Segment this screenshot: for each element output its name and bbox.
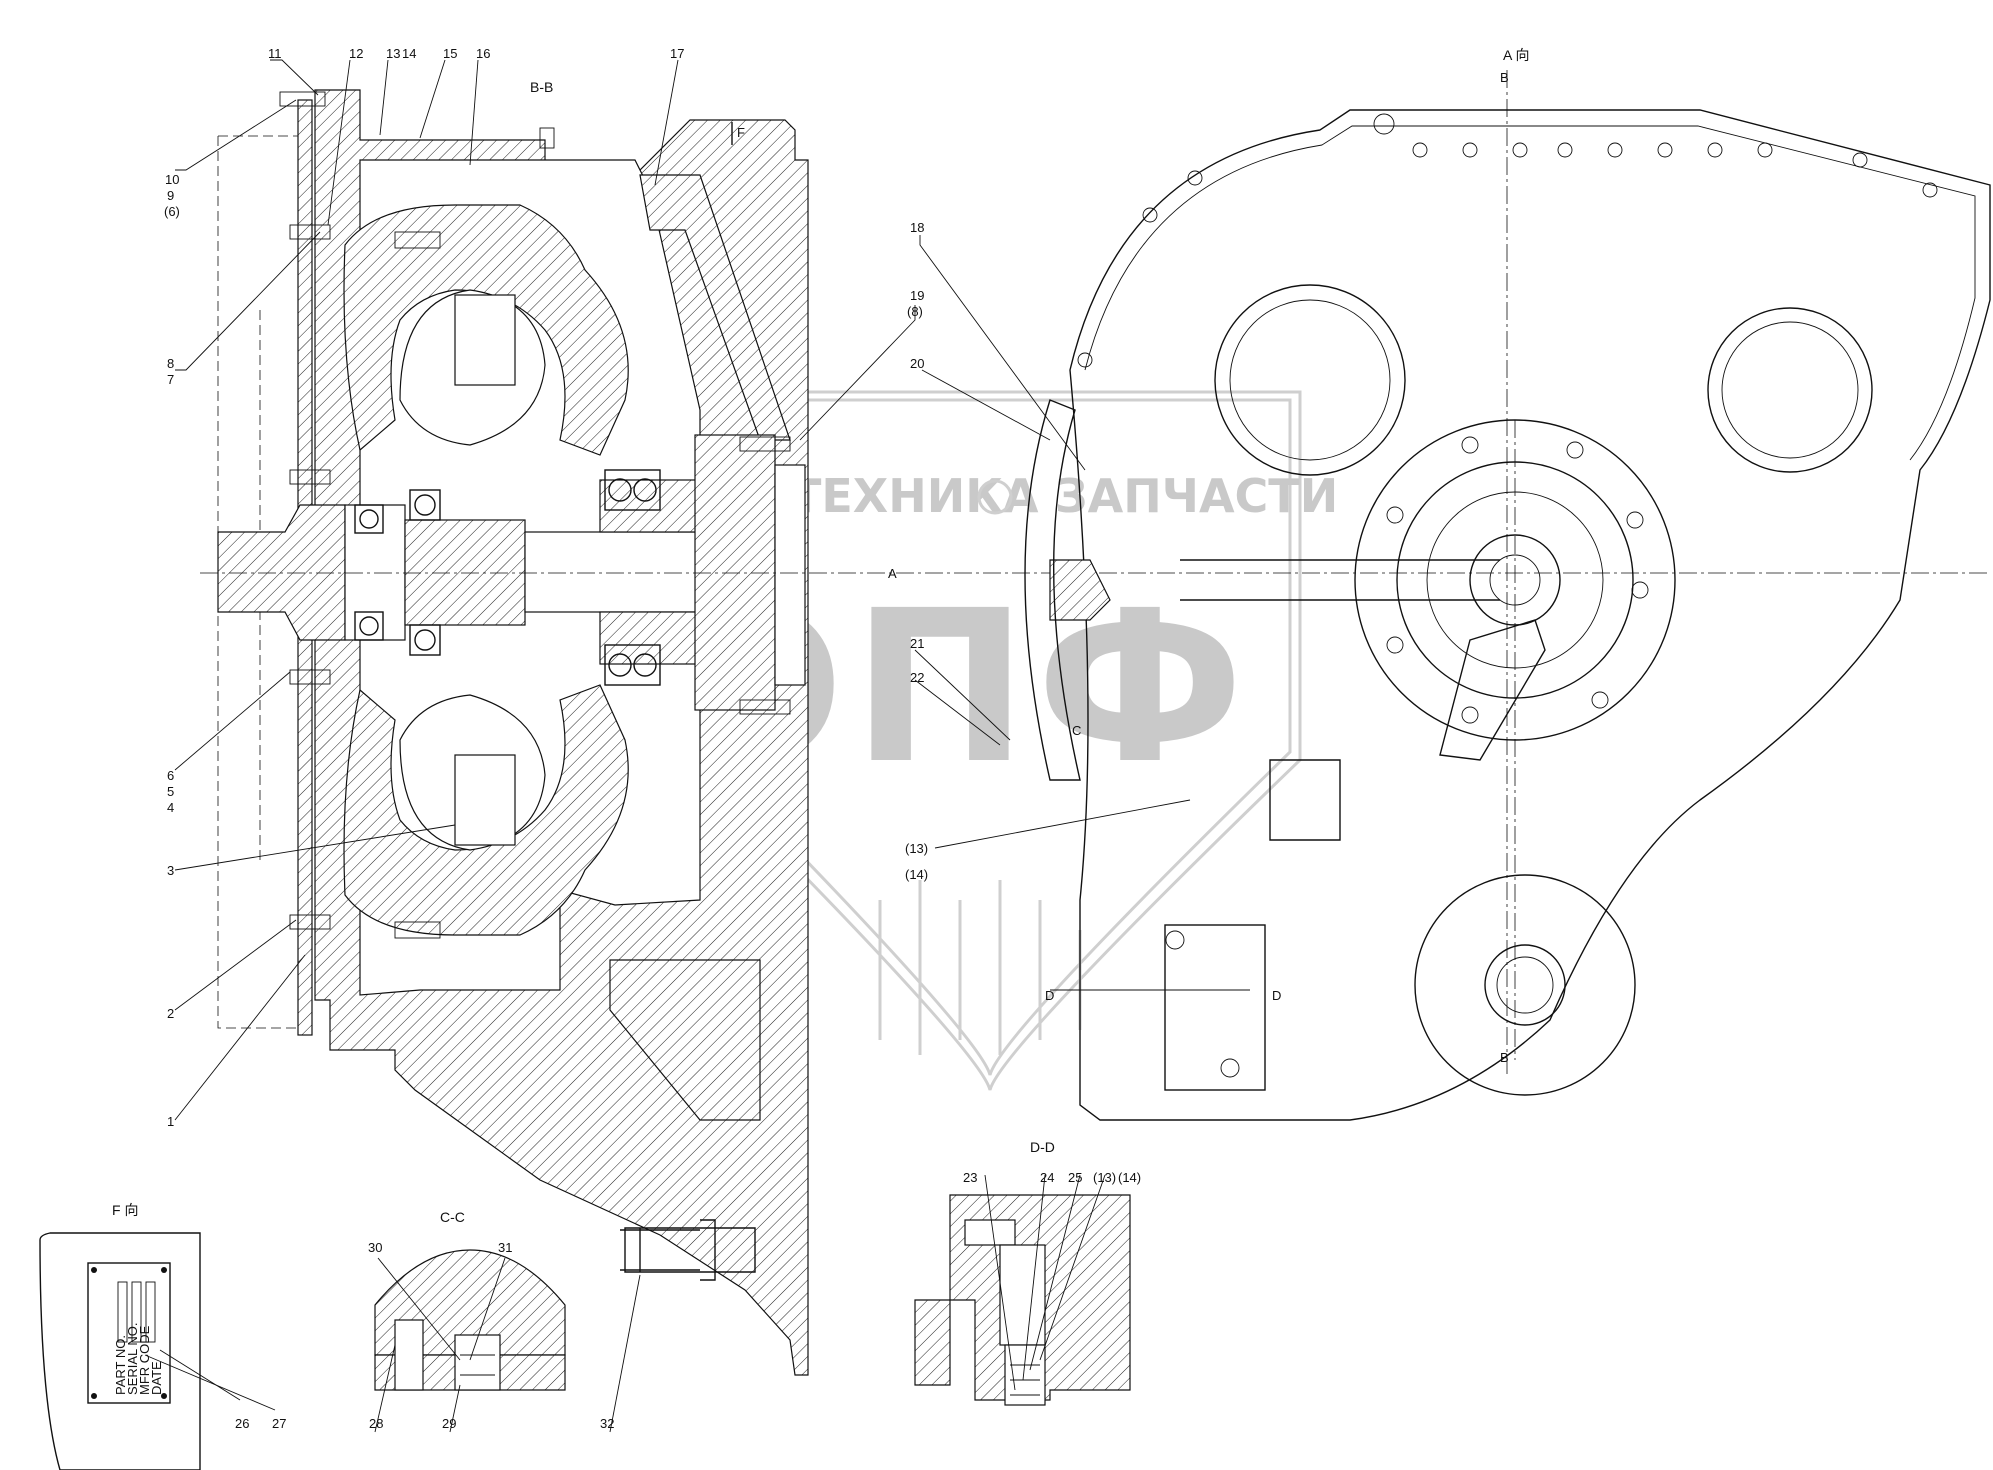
title-section-dd: D-D [1030, 1139, 1055, 1155]
callout-28: 28 [369, 1416, 383, 1431]
view-f-nameplate: PART NO. SERIAL NO. MFR CODE DATE [39, 1232, 201, 1470]
view-titles: B-B A 向 F 向 C-C D-D [112, 47, 1529, 1225]
cut-mark-b-bottom: B [1500, 1050, 1509, 1065]
title-view-a: A 向 [1503, 47, 1529, 63]
view-a-gearbox [1024, 70, 1991, 1121]
callout-8: 8 [167, 356, 174, 371]
callout-10: 10 [165, 172, 179, 187]
nameplate [87, 1262, 171, 1404]
callout-29: 29 [442, 1416, 456, 1431]
callout-17: 17 [670, 46, 684, 61]
callout-1: 1 [167, 1114, 174, 1129]
callout-13: 13 [386, 46, 400, 61]
cut-mark-f: F [737, 125, 745, 140]
title-section-bb: B-B [530, 79, 553, 95]
callout-25: 25 [1068, 1170, 1082, 1185]
callout-9: 9 [167, 188, 174, 203]
callout-labels: 11 12 13 14 15 16 17 10 9 (6) 8 7 18 19 … [164, 46, 1141, 1431]
callout-7: 7 [167, 372, 174, 387]
callout-13-paren-dd: (13) [1093, 1170, 1116, 1185]
nameplate-line-3: MFR CODE [137, 1325, 152, 1395]
callout-18: 18 [910, 220, 924, 235]
watermark-left-word: ТЕХНИКА [790, 469, 1039, 523]
nameplate-line-1: PART NO. [113, 1335, 128, 1395]
callout-2: 2 [167, 1006, 174, 1021]
callout-23: 23 [963, 1170, 977, 1185]
callout-13-paren: (13) [905, 841, 928, 856]
callout-32: 32 [600, 1416, 614, 1431]
callout-19: 19 [910, 288, 924, 303]
title-section-cc: C-C [440, 1209, 465, 1225]
callout-21: 21 [910, 636, 924, 651]
callout-11: 11 [268, 46, 282, 61]
nameplate-line-2: SERIAL NO. [125, 1323, 140, 1395]
gear-icon [977, 479, 1013, 515]
nameplate-line-4: DATE [149, 1361, 164, 1395]
callout-14-paren-dd: (14) [1118, 1170, 1141, 1185]
callout-8-paren: (8) [907, 304, 923, 319]
callout-27: 27 [272, 1416, 286, 1431]
cut-mark-d-left: D [1045, 988, 1054, 1003]
callout-6: 6 [167, 768, 174, 783]
callout-6-paren: (6) [164, 204, 180, 219]
callout-26: 26 [235, 1416, 249, 1431]
callout-20: 20 [910, 356, 924, 371]
callout-3: 3 [167, 863, 174, 878]
callout-24: 24 [1040, 1170, 1054, 1185]
callout-14-paren: (14) [905, 867, 928, 882]
section-cc-view [374, 1249, 566, 1391]
callout-5: 5 [167, 784, 174, 799]
section-bb-view [200, 89, 1990, 1376]
callout-30: 30 [368, 1240, 382, 1255]
inlet-fitting [620, 1229, 700, 1271]
callout-15: 15 [443, 46, 457, 61]
callout-16: 16 [476, 46, 490, 61]
title-view-f: F 向 [112, 1202, 138, 1218]
callout-22: 22 [910, 670, 924, 685]
cut-mark-a: A [888, 566, 897, 581]
section-dd-view [914, 1194, 1131, 1406]
callout-leaders [144, 59, 1191, 1433]
cut-mark-c: C [1072, 723, 1081, 738]
watermark-right-word: ЗАПЧАСТИ [1055, 469, 1338, 523]
callout-12: 12 [349, 46, 363, 61]
callout-14: 14 [402, 46, 416, 61]
callout-4: 4 [167, 800, 174, 815]
cut-marks: F A B B C D D [731, 70, 1509, 1065]
cut-mark-d-right: D [1272, 988, 1281, 1003]
callout-31: 31 [498, 1240, 512, 1255]
cut-mark-b-top: B [1500, 70, 1509, 85]
